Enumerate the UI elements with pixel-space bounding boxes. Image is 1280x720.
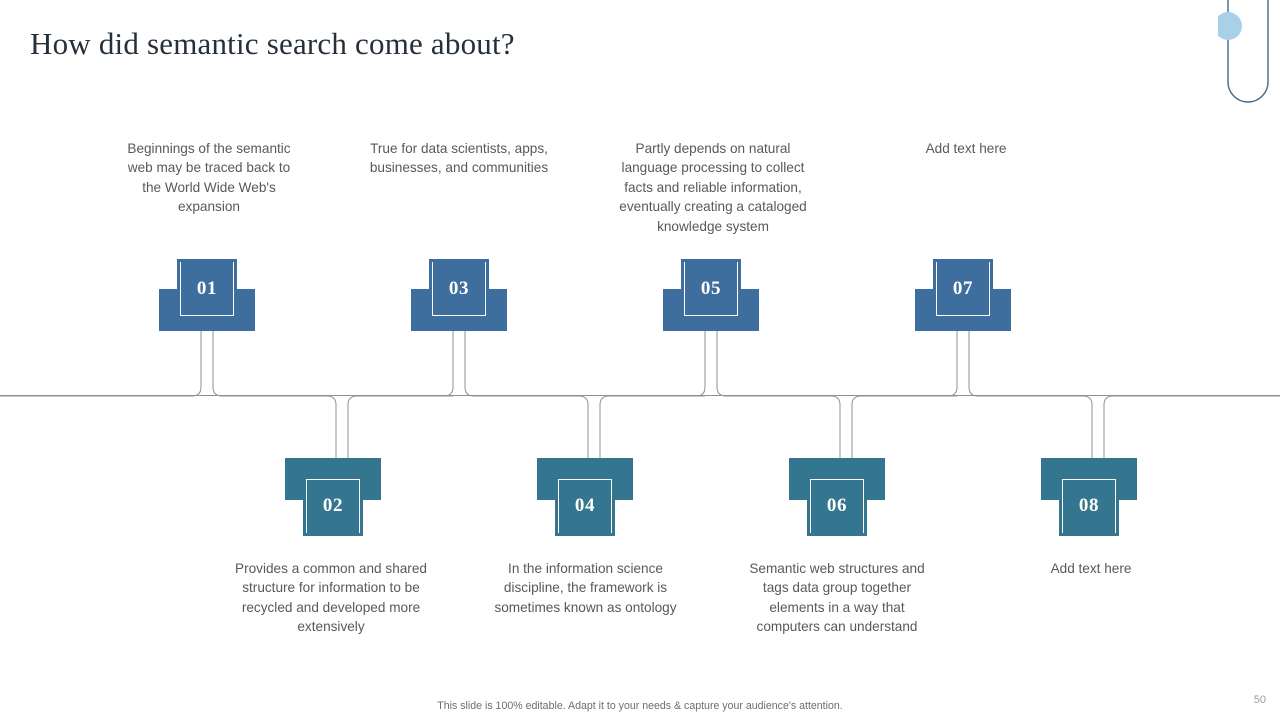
node-06-number: 06 <box>826 495 848 516</box>
footer-note: This slide is 100% editable. Adapt it to… <box>437 700 843 712</box>
caption-04: In the information science discipline, t… <box>494 561 677 615</box>
timeline-node-01[interactable]: 01 <box>159 259 255 331</box>
node-04-number: 04 <box>574 495 596 516</box>
node-04-front-panel: 04 <box>555 476 615 536</box>
timeline-axis <box>0 395 1280 396</box>
timeline-node-04[interactable]: 04 <box>537 458 633 536</box>
timeline-node-06[interactable]: 06 <box>789 458 885 536</box>
node-03-number: 03 <box>448 278 470 299</box>
caption-06: Semantic web structures and tags data gr… <box>749 561 925 635</box>
caption-01: Beginnings of the semantic web may be tr… <box>127 141 291 215</box>
timeline-node-03[interactable]: 03 <box>411 259 507 331</box>
node-07-number: 07 <box>952 278 974 299</box>
node-02-number: 02 <box>322 495 344 516</box>
node-02-front-panel: 02 <box>303 476 363 536</box>
connector-03-b <box>464 326 579 397</box>
node-05-number: 05 <box>700 278 722 299</box>
node-08-number: 08 <box>1078 495 1100 516</box>
connector-07-a <box>947 326 958 397</box>
timeline-node-05[interactable]: 05 <box>663 259 759 331</box>
node-06-front-panel: 06 <box>807 476 867 536</box>
node-08-front-panel: 08 <box>1059 476 1119 536</box>
connector-01-b <box>212 326 327 397</box>
accent-circle-icon <box>1218 12 1242 40</box>
connector-05-a <box>695 326 706 397</box>
page-number: 50 <box>1253 694 1266 706</box>
caption-02: Provides a common and shared structure f… <box>235 561 427 635</box>
caption-03: True for data scientists, apps, business… <box>369 141 549 176</box>
connector-01-a <box>0 326 202 397</box>
connector-03-a <box>443 326 454 397</box>
timeline-node-07[interactable]: 07 <box>915 259 1011 331</box>
node-07-front-panel: 07 <box>933 259 993 319</box>
connector-07-b <box>968 326 1083 397</box>
page-title: How did semantic search come about? <box>30 26 515 61</box>
node-05-front-panel: 05 <box>681 259 741 319</box>
node-01-front-panel: 01 <box>177 259 237 319</box>
rounded-u-icon <box>1227 0 1269 103</box>
corner-decoration <box>1218 0 1269 103</box>
node-03-front-panel: 03 <box>429 259 489 319</box>
connector-05-b <box>716 326 831 397</box>
node-01-number: 01 <box>196 278 218 299</box>
caption-05: Partly depends on natural language proce… <box>619 141 807 234</box>
timeline-node-08[interactable]: 08 <box>1041 458 1137 536</box>
timeline-node-02[interactable]: 02 <box>285 458 381 536</box>
caption-07: Add text here <box>925 141 1007 156</box>
caption-08: Add text here <box>1050 561 1132 576</box>
